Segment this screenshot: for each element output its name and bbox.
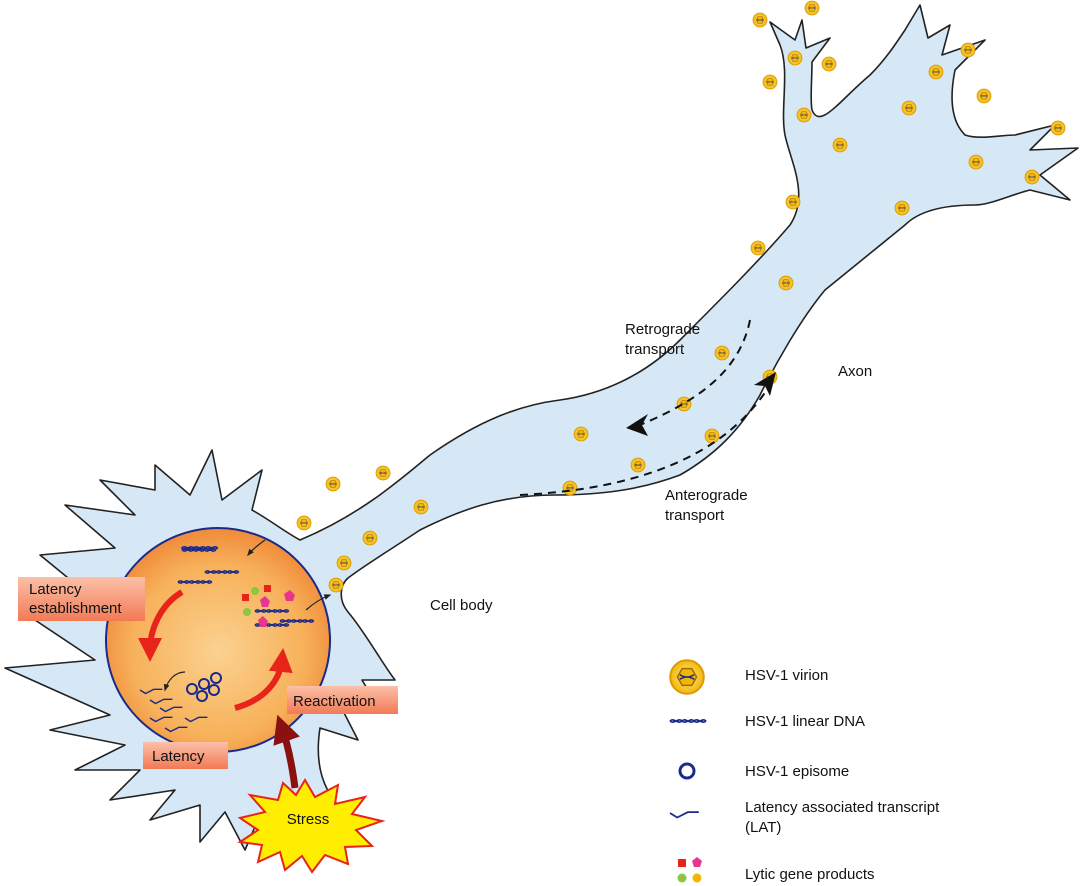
virion <box>976 88 992 104</box>
virion <box>894 200 910 216</box>
transport-arrows <box>519 319 776 496</box>
establishment-arrow <box>138 589 184 662</box>
legend-item-linear-dna: HSV-1 linear DNA <box>669 713 865 730</box>
legend: HSV-1 virion HSV-1 linear DNA HSV-1 epis… <box>669 659 940 883</box>
stress-arrow <box>273 714 300 789</box>
latency-label: Latency <box>152 748 205 765</box>
virion <box>714 345 730 361</box>
label-latency-establishment: Latency establishment <box>18 577 145 621</box>
virion <box>901 100 917 116</box>
virion <box>573 426 589 442</box>
label-reactivation: Reactivation <box>287 686 398 714</box>
virion <box>375 465 391 481</box>
legend-item-lytic-products: Lytic gene products <box>677 857 875 883</box>
anterograde-label-line2: transport <box>665 507 725 524</box>
episome-group <box>186 672 222 702</box>
retrograde-label-line1: Retrograde <box>625 321 700 338</box>
nucleus <box>105 527 331 753</box>
lat-icon <box>669 811 700 819</box>
virion <box>796 107 812 123</box>
episome-icon <box>678 762 696 780</box>
axon-label: Axon <box>838 363 872 380</box>
legend-item-virion: HSV-1 virion <box>669 659 828 695</box>
label-latency: Latency <box>143 742 228 769</box>
virion <box>821 56 837 72</box>
legend-virion-text: HSV-1 virion <box>745 667 828 684</box>
legend-lat-text-line1: Latency associated transcript <box>745 799 940 816</box>
virion <box>928 64 944 80</box>
virion <box>704 428 720 444</box>
legend-item-lat: Latency associated transcript (LAT) <box>669 799 940 836</box>
virion <box>785 194 801 210</box>
virion <box>296 515 312 531</box>
linear-dna-icon <box>669 718 707 724</box>
latency-establishment-line1: Latency <box>29 581 82 598</box>
virion <box>778 275 794 291</box>
virion <box>562 480 578 496</box>
cell-body-label: Cell body <box>430 597 493 614</box>
legend-episome-text: HSV-1 episome <box>745 763 849 780</box>
legend-linear-dna-text: HSV-1 linear DNA <box>745 713 865 730</box>
virion <box>968 154 984 170</box>
lytic-products-icon <box>677 857 702 883</box>
virion <box>804 0 820 16</box>
small-arrows <box>163 539 332 692</box>
lytic-products-cluster <box>242 585 295 627</box>
legend-lytic-text: Lytic gene products <box>745 866 875 883</box>
virion <box>362 530 378 546</box>
virion <box>960 42 976 58</box>
anterograde-arrowhead <box>754 372 776 396</box>
retrograde-arrowhead <box>626 414 648 436</box>
retrograde-transport-arrow <box>639 319 751 426</box>
virion <box>328 577 344 593</box>
virion <box>752 12 768 28</box>
virion <box>762 74 778 90</box>
virion <box>676 396 692 412</box>
virion-icon <box>669 659 705 695</box>
virion <box>832 137 848 153</box>
virion <box>336 555 352 571</box>
anterograde-transport-arrow <box>519 384 771 496</box>
virion <box>325 476 341 492</box>
virion <box>630 457 646 473</box>
virion <box>1024 169 1040 185</box>
anterograde-label-line1: Anterograde <box>665 487 748 504</box>
reactivation-label: Reactivation <box>293 693 376 710</box>
virion <box>787 50 803 66</box>
reactivation-arrow <box>234 648 293 711</box>
stress-label: Stress <box>287 811 330 828</box>
virion <box>413 499 429 515</box>
legend-item-episome: HSV-1 episome <box>678 762 849 780</box>
stress-burst: Stress <box>237 778 386 874</box>
virion <box>750 240 766 256</box>
latency-establishment-line2: establishment <box>29 600 122 617</box>
virion <box>1050 120 1066 136</box>
latency-cycle-arrows <box>138 589 300 789</box>
legend-lat-text-line2: (LAT) <box>745 819 781 836</box>
retrograde-label-line2: transport <box>625 341 685 358</box>
